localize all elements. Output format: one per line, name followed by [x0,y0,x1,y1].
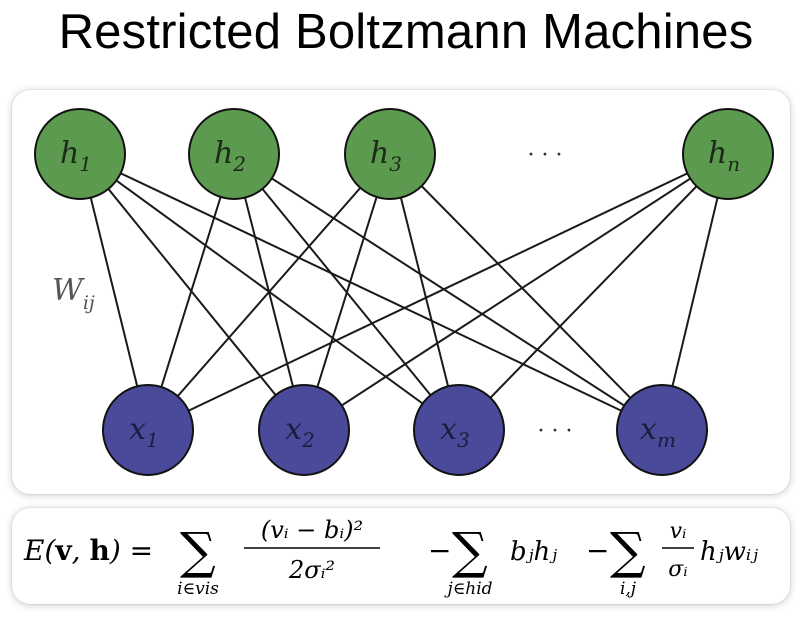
visible-node-label-base: x [285,412,302,447]
visible-node-label-sub: m [657,428,676,452]
edge-h3-x1 [147,153,391,431]
edge-h1-x4 [79,153,663,431]
sum1-subscript: i∈vis [177,579,219,599]
sum-symbol-2: ∑ [452,522,488,580]
hidden-node-label-sub: 3 [389,152,402,176]
hidden-node-label: h1 [60,136,92,176]
hidden-node-label-base: h [214,136,233,171]
visible-unit-1: x1 [102,384,194,476]
hidden-unit-2: h2 [188,108,280,200]
edge-h4-x3 [458,153,729,431]
hidden-node-label-base: h [370,136,389,171]
minus-2: − [586,534,609,567]
edge-h3-x3 [389,153,460,431]
frac3-numerator: vᵢ [670,519,687,544]
hidden-node-label-sub: 2 [232,152,246,176]
visible-node-label-base: x [129,412,146,447]
weight-label-sub: ij [83,292,95,314]
hidden-node-circle [344,108,436,200]
hidden-node-circle [34,108,126,200]
weight-label: Wij [52,273,95,314]
visible-node-circle [102,384,194,476]
formula-lhs: E(v, h) = [23,534,153,567]
visible-node-label: x3 [440,412,470,452]
edge-h1-x1 [79,153,149,431]
edge-h4-x1 [147,153,729,431]
term-3: hⱼwᵢⱼ [700,537,758,567]
hidden-node-circle [188,108,280,200]
frac1-numerator: (vᵢ − bᵢ)² [261,516,363,544]
hidden-unit-n: hn [682,108,774,200]
visible-node-circle [258,384,350,476]
edge-h3-x2 [303,153,391,431]
hidden-node-label: h3 [370,136,402,176]
hidden-node-label-sub: n [727,152,740,176]
visible-node-label-sub: 2 [301,428,315,452]
frac1-denominator: 2σᵢ² [288,556,335,584]
hidden-node-label-base: h [60,136,79,171]
minus-1: − [428,534,451,567]
sum3-subscript: i,j [620,579,637,599]
edge-h4-x2 [303,153,729,431]
hidden-node-circle [682,108,774,200]
visible-node-circle [413,384,505,476]
sum-symbol-3: ∑ [610,522,646,580]
visible-node-label-base: x [640,412,657,447]
visible-node-label-sub: 3 [457,428,470,452]
edge-h4-x4 [661,153,729,431]
visible-node-label-base: x [440,412,457,447]
edge-h2-x4 [233,153,663,431]
energy-formula: E(v, h) = ∑ i∈vis (vᵢ − bᵢ)² 2σᵢ² − ∑ j∈… [23,516,758,599]
sum2-subscript: j∈hid [443,579,492,599]
frac3-denominator: σᵢ [668,557,687,582]
page-title: Restricted Boltzmann Machines [58,5,754,59]
visible-unit-2: x2 [258,384,350,476]
hidden-node-label-sub: 1 [79,152,92,176]
visible-ellipsis: · · · [538,419,573,444]
hidden-node-label: h2 [214,136,246,176]
hidden-unit-3: h3 [344,108,436,200]
visible-node-label-sub: 1 [146,428,159,452]
energy-formula-panel: E(v, h) = ∑ i∈vis (vᵢ − bᵢ)² 2σᵢ² − ∑ j∈… [12,508,790,604]
visible-unit-3: x3 [413,384,505,476]
visible-node-label: x2 [285,412,315,452]
visible-node-circle [616,384,708,476]
visible-node-label: x1 [129,412,159,452]
weight-label-base: W [52,273,85,308]
hidden-node-label: hn [708,136,740,176]
visible-node-label: xm [640,412,676,452]
hidden-ellipsis: · · · [528,143,563,168]
edge-h3-x4 [389,153,663,431]
sum-symbol-1: ∑ [180,522,216,580]
hidden-unit-1: h1 [34,108,126,200]
hidden-node-label-base: h [708,136,727,171]
term-2: bⱼhⱼ [510,537,557,567]
edge-h2-x1 [147,153,235,431]
visible-unit-m: xm [616,384,708,476]
edge-group [79,153,729,431]
